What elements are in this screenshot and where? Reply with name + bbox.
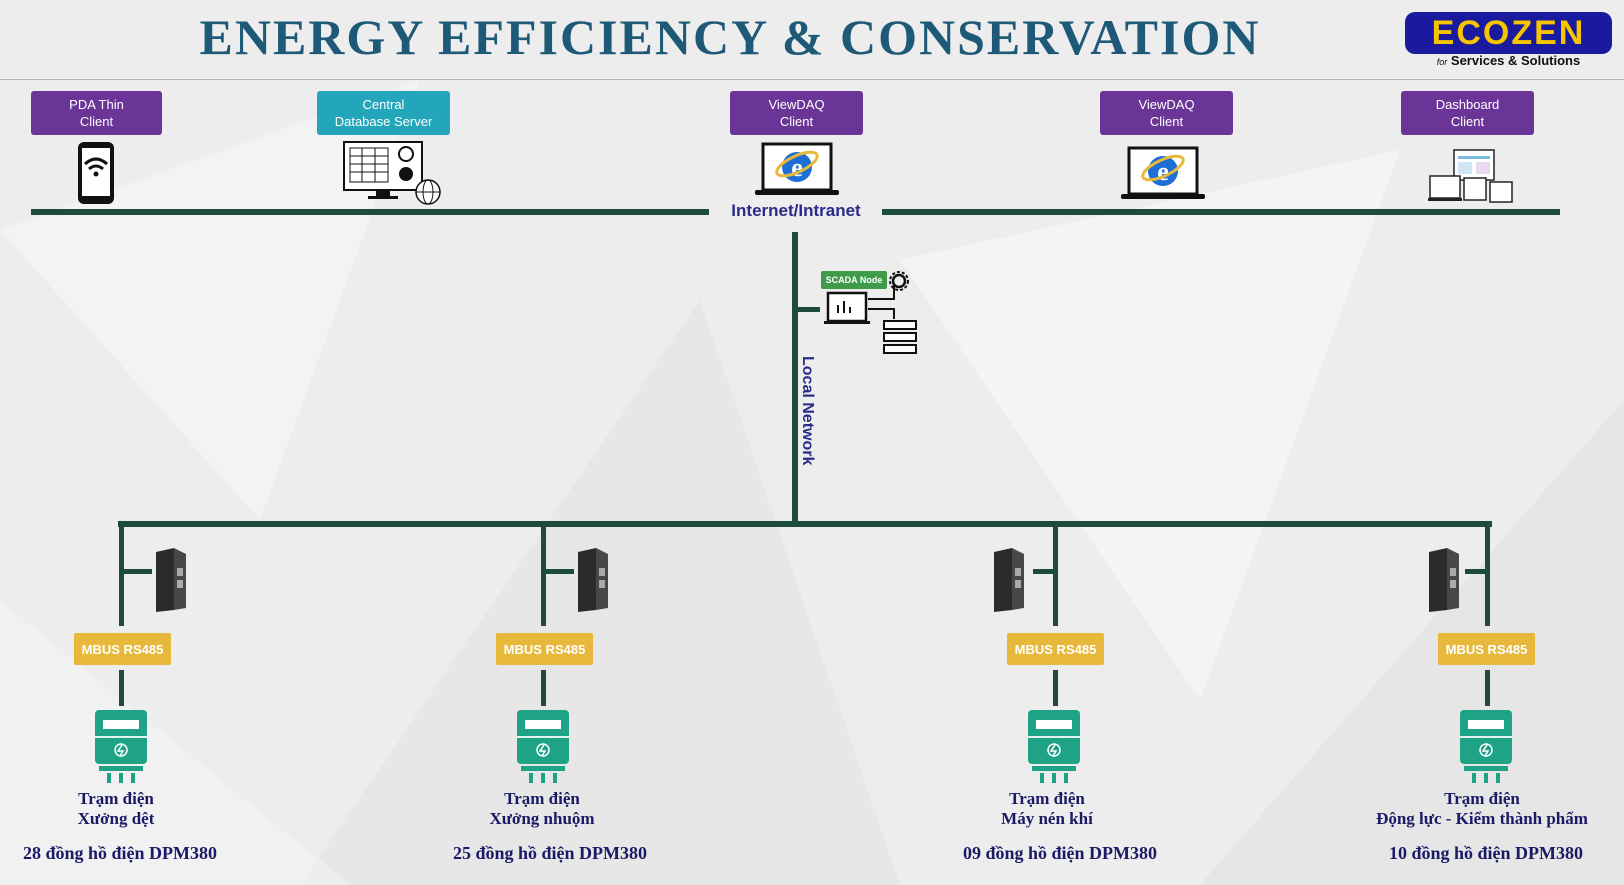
scada-connector bbox=[798, 307, 820, 312]
ecozen-logo: ECOZEN bbox=[1405, 12, 1612, 54]
client-box-dashboard: Dashboard Client bbox=[1401, 91, 1534, 135]
header-divider bbox=[0, 79, 1624, 80]
gateway-device-icon bbox=[1429, 548, 1459, 612]
mbus-rs485-box-4: MBUS RS485 bbox=[1438, 633, 1535, 665]
power-meter-icon bbox=[95, 710, 147, 783]
mbus-rs485-box-2: MBUS RS485 bbox=[496, 633, 593, 665]
laptop-browser-icon: e bbox=[755, 142, 839, 195]
meter-count-2: 25 đồng hồ điện DPM380 bbox=[452, 843, 648, 863]
scada-node-label: SCADA Node bbox=[821, 271, 887, 289]
smartphone-wifi-icon bbox=[78, 142, 114, 204]
gateway-device-icon bbox=[994, 548, 1024, 612]
logo-tagline: for Services & Solutions bbox=[1436, 53, 1581, 68]
internet-intranet-label: Internet/Intranet bbox=[731, 201, 861, 220]
branch-line-2 bbox=[541, 521, 546, 626]
database-monitor-icon bbox=[343, 141, 441, 205]
client-box-viewdaq-1: ViewDAQ Client bbox=[730, 91, 863, 135]
branch-line-4 bbox=[1485, 521, 1490, 626]
laptop-browser-icon: e bbox=[1121, 146, 1205, 199]
branch-line-1 bbox=[119, 521, 124, 626]
meter-count-1: 28 đồng hồ điện DPM380 bbox=[22, 843, 218, 863]
branch-line-3 bbox=[1053, 521, 1058, 626]
field-bus-backbone bbox=[118, 521, 1492, 527]
local-network-label: Local Network bbox=[799, 356, 816, 466]
scada-node-icon bbox=[824, 271, 917, 354]
meter-count-4: 10 đồng hồ điện DPM380 bbox=[1388, 843, 1584, 863]
internet-backbone-left bbox=[31, 209, 709, 215]
multi-device-icon bbox=[1428, 149, 1513, 203]
power-meter-icon bbox=[1028, 710, 1080, 783]
power-meter-icon bbox=[1460, 710, 1512, 783]
client-box-database-server: Central Database Server bbox=[317, 91, 450, 135]
gateway-device-icon bbox=[578, 548, 608, 612]
client-box-viewdaq-2: ViewDAQ Client bbox=[1100, 91, 1233, 135]
svg-text:e: e bbox=[791, 153, 803, 182]
svg-text:e: e bbox=[1157, 157, 1169, 186]
local-network-trunk bbox=[792, 232, 798, 525]
page-title: ENERGY EFFICIENCY & CONSERVATION bbox=[199, 9, 1261, 65]
power-meter-icon bbox=[517, 710, 569, 783]
internet-backbone-right bbox=[882, 209, 1560, 215]
gateway-device-icon bbox=[156, 548, 186, 612]
mbus-rs485-box-1: MBUS RS485 bbox=[74, 633, 171, 665]
client-box-pda: PDA Thin Client bbox=[31, 91, 162, 135]
mbus-rs485-box-3: MBUS RS485 bbox=[1007, 633, 1104, 665]
meter-count-3: 09 đồng hồ điện DPM380 bbox=[962, 843, 1158, 863]
